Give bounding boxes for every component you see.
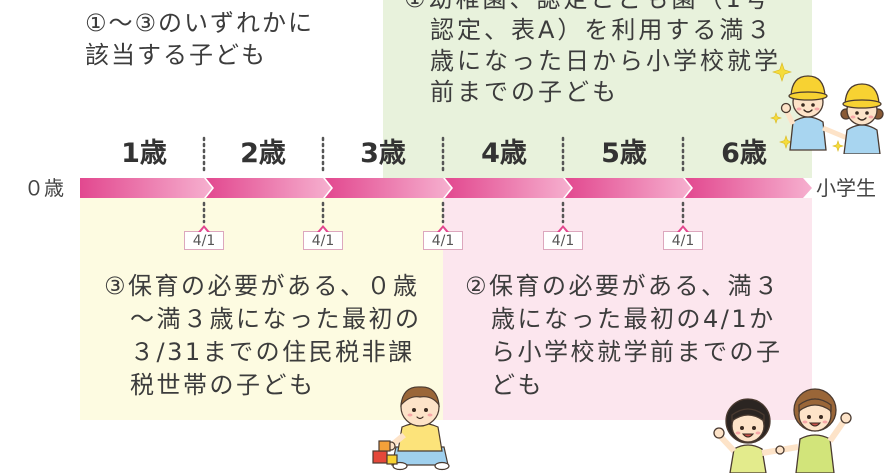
- category-2-line: 歳になった最初の4/1か: [491, 305, 776, 333]
- block-icon: [386, 454, 398, 465]
- april-dividers: [202, 201, 685, 224]
- category-2-description: ②保育の必要がある、満３ 歳になった最初の4/1か ら小学校就学前までの子 ども: [465, 270, 783, 402]
- april-1-marker: 4/1: [663, 231, 703, 250]
- sparkle-icon: [779, 135, 793, 149]
- sparkle-icon: [832, 140, 844, 152]
- age-label-3: 3歳: [360, 138, 406, 169]
- category-1-line: 歳になった日から小学校就学: [430, 47, 781, 75]
- category-1-box: ①幼稚園、認定こども園（1号 認定、表A）を利用する満３ 歳になった日から小学校…: [383, 0, 812, 178]
- age-dividers: [202, 136, 685, 172]
- category-1-line: 前までの子ども: [430, 78, 619, 106]
- intro-text: ①〜③のいずれかに 該当する子ども: [85, 7, 314, 71]
- april-1-marker: 4/1: [423, 231, 463, 250]
- category-3-line: ③保育の必要がある、０歳: [104, 272, 420, 300]
- toddler-blocks-illustration: [372, 386, 450, 471]
- category-2-box: ②保育の必要がある、満３ 歳になった最初の4/1か ら小学校就学前までの子 ども: [443, 198, 812, 420]
- timeline-arrow: [80, 178, 812, 198]
- april-1-marker: 4/1: [303, 231, 343, 250]
- sparkle-icon: [772, 62, 792, 82]
- category-3-box: ③保育の必要がある、０歳 〜満３歳になった最初の ３/31までの住民税非課 税世…: [80, 198, 443, 420]
- age-label-6: 6歳: [721, 138, 767, 169]
- category-3-line: 〜満３歳になった最初の: [130, 305, 422, 333]
- intro-line: ①〜③のいずれかに: [85, 9, 315, 37]
- intro-line: 該当する子ども: [85, 41, 267, 69]
- age-label-4: 4歳: [481, 138, 527, 169]
- april-1-marker: 4/1: [543, 231, 583, 250]
- category-1-line: 認定、表A）を利用する満３: [430, 16, 774, 44]
- block-icon: [372, 450, 388, 464]
- category-3-description: ③保育の必要がある、０歳 〜満３歳になった最初の ３/31までの住民税非課 税世…: [104, 270, 422, 402]
- timeline-segment-3-4: [445, 178, 571, 198]
- start-age-label: ０歳: [24, 176, 64, 200]
- sparkle-icon: [770, 112, 782, 124]
- category-2-line: ②保育の必要がある、満３: [465, 272, 781, 300]
- timeline-segment-4-5: [565, 178, 691, 198]
- block-icon: [378, 440, 391, 452]
- timeline-segment-1-2: [206, 178, 331, 198]
- age-label-1: 1歳: [121, 138, 167, 169]
- kindergarten-kids-illustration: [770, 62, 884, 154]
- category-3-line: ３/31までの住民税非課: [130, 338, 415, 366]
- age-label-5: 5歳: [601, 138, 647, 169]
- april-1-marker: 4/1: [184, 231, 224, 250]
- timeline-segment-5-6: [685, 178, 812, 198]
- category-2-line: ども: [491, 371, 544, 399]
- category-1-line: ①幼稚園、認定こども園（1号: [404, 0, 781, 15]
- waving-children-illustration: [713, 388, 852, 473]
- age-label-2: 2歳: [240, 138, 286, 169]
- end-label-elementary: 小学生: [816, 176, 876, 200]
- category-2-line: ら小学校就学前までの子: [491, 338, 783, 366]
- timeline-segment-2-3: [325, 178, 451, 198]
- timeline-segment-0-1: [80, 178, 212, 198]
- category-1-description: ①幼稚園、認定こども園（1号 認定、表A）を利用する満３ 歳になった日から小学校…: [404, 0, 781, 108]
- category-3-line: 税世帯の子ども: [130, 371, 316, 399]
